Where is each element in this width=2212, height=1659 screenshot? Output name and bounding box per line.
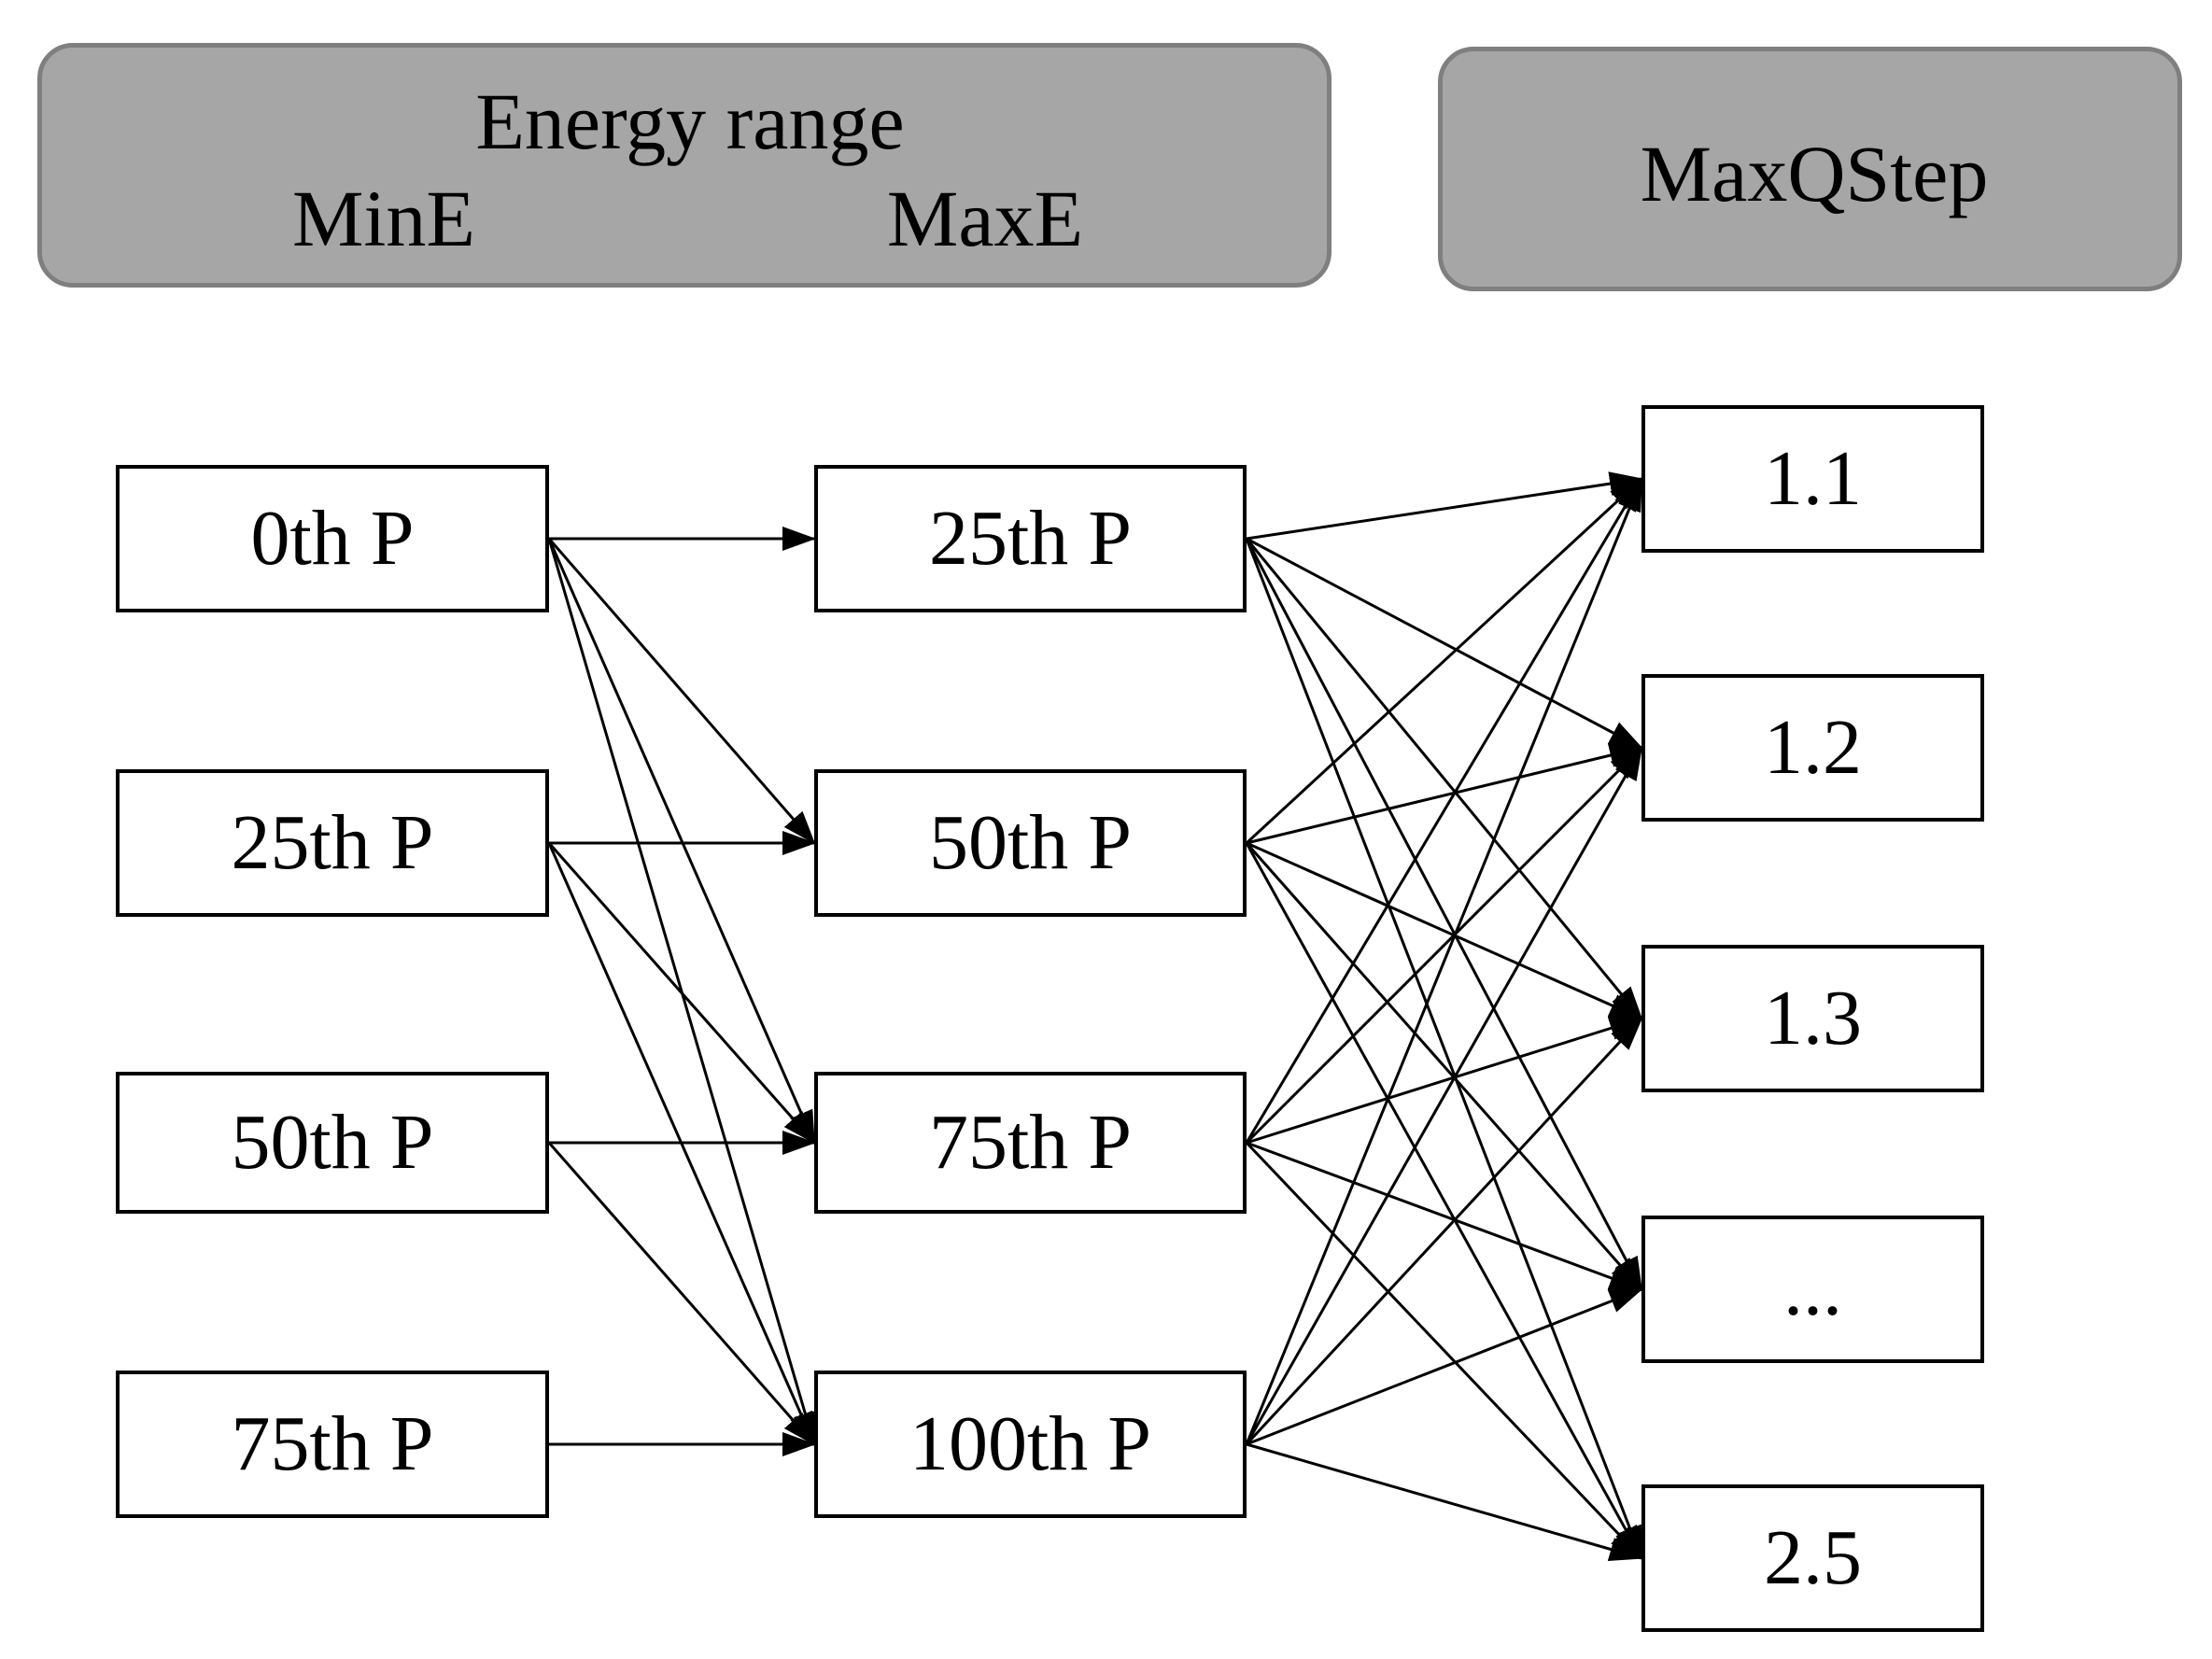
min-e-node-0: 0th P [116, 465, 549, 612]
edge-max-to-maxqstep [1246, 1442, 1643, 1562]
edge-max-to-maxqstep [1245, 538, 1643, 1291]
edge-max-to-maxqstep [1246, 1016, 1643, 1145]
edge-max-to-maxqstep [1245, 746, 1643, 1145]
maxqstep-node-3: ... [1641, 1216, 1984, 1363]
max-e-label: MaxE [886, 174, 1084, 263]
edge-max-to-maxqstep [1245, 842, 1643, 1291]
maxqstep-node-4: 2.5 [1641, 1484, 1984, 1632]
max-e-node-3: 100th P [814, 1371, 1247, 1518]
edge-max-to-maxqstep [1245, 1141, 1643, 1560]
edge-max-to-maxqstep [1245, 477, 1643, 1445]
edge-min-to-max [547, 538, 816, 845]
maxqstep-node-1: 1.2 [1641, 674, 1984, 822]
energy-range-header: Energy range MinE MaxE [37, 43, 1331, 288]
edge-min-to-max [547, 538, 816, 1145]
min-e-node-1: 25th P [116, 769, 549, 917]
edge-max-to-maxqstep [1246, 743, 1643, 845]
edge-max-to-maxqstep [1245, 746, 1643, 1445]
edge-min-to-max [547, 842, 816, 1145]
min-e-node-2: 50th P [116, 1072, 549, 1214]
min-e-node-3: 75th P [116, 1371, 549, 1518]
edge-max-to-maxqstep [1245, 477, 1643, 1144]
edge-max-to-maxqstep [1245, 842, 1643, 1560]
edge-max-to-maxqstep [1246, 1141, 1643, 1291]
edge-max-to-maxqstep [1245, 538, 1643, 1560]
edge-max-to-maxqstep [1246, 841, 1643, 1020]
max-e-node-0: 25th P [814, 465, 1247, 612]
maxqstep-node-0: 1.1 [1641, 405, 1984, 553]
maxqstep-node-2: 1.3 [1641, 945, 1984, 1092]
edge-max-to-maxqstep [1246, 1287, 1643, 1446]
min-e-label: MinE [292, 174, 475, 263]
edge-min-to-max [547, 1142, 816, 1446]
edge-max-to-maxqstep [1245, 538, 1643, 1020]
maxqstep-title: MaxQStep [1640, 129, 1989, 218]
edge-max-to-maxqstep [1245, 477, 1643, 845]
edges-group [547, 471, 1643, 1562]
maxqstep-header: MaxQStep [1438, 47, 2182, 291]
edge-max-to-maxqstep [1246, 537, 1643, 750]
max-e-node-1: 50th P [814, 769, 1247, 917]
edge-max-to-maxqstep [1246, 471, 1643, 541]
edge-max-to-maxqstep [1245, 1017, 1643, 1446]
max-e-node-2: 75th P [814, 1072, 1247, 1214]
energy-range-title: Energy range [475, 77, 905, 166]
